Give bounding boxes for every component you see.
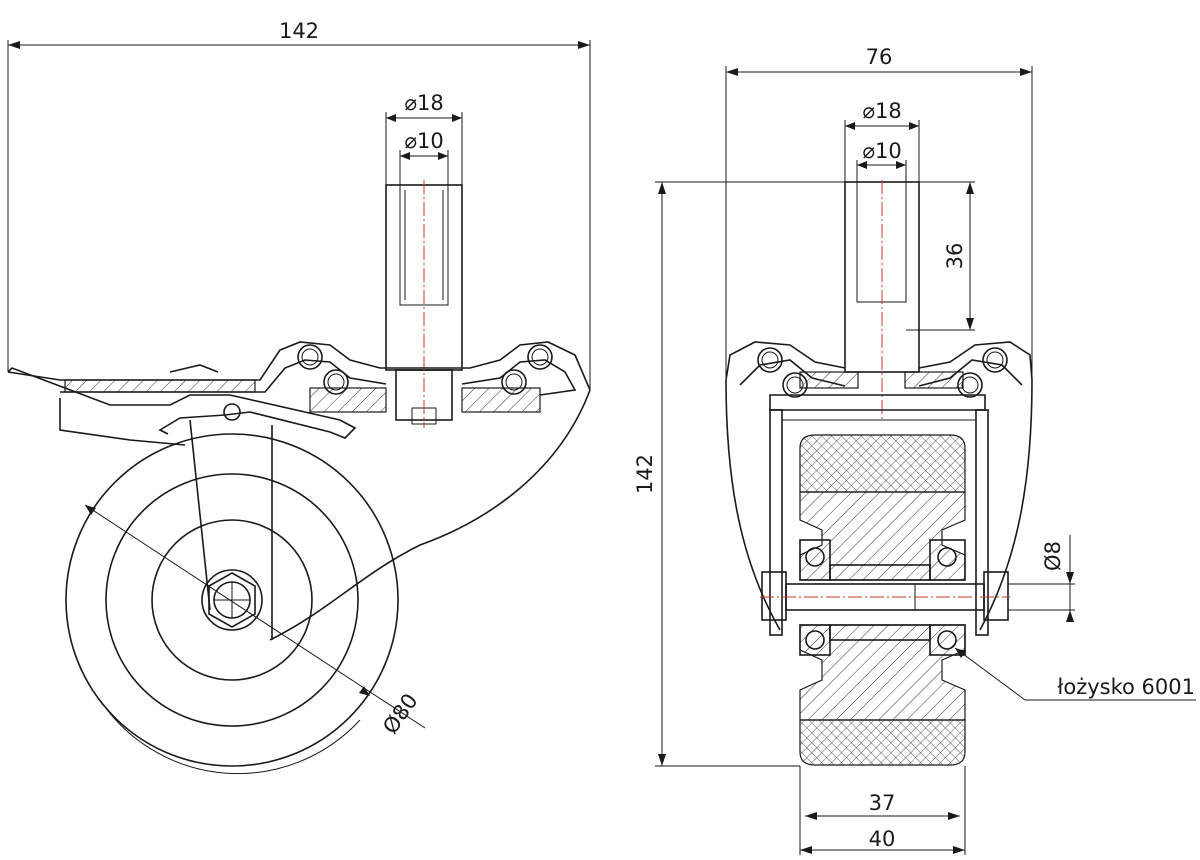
right-width-dimension: 76: [725, 45, 1033, 380]
right-thread-length-label: 36: [943, 243, 967, 270]
left-top-plate: [7, 341, 591, 413]
right-axle-dimension: Ø8: [1008, 535, 1075, 622]
left-fork: [189, 389, 591, 641]
right-bearing-label: łożysko 6001: [1057, 675, 1195, 699]
right-thread-length-dimension: 36: [906, 181, 975, 331]
right-width-bottom-dimensions: 37 40: [799, 766, 966, 855]
right-stem: [844, 180, 920, 420]
right-top-plate: [725, 341, 1033, 411]
left-thread-diameter-label: ⌀10: [404, 129, 443, 153]
right-height-label: 142: [633, 454, 657, 494]
right-bearing-leader: łożysko 6001: [954, 647, 1196, 701]
right-width-label: 76: [866, 45, 893, 69]
right-tread-width-label: 37: [869, 791, 896, 815]
left-wheel-diameter-leader: Ø80: [84, 504, 426, 738]
right-housing: [725, 379, 1033, 631]
right-wheel-section: [799, 434, 966, 766]
left-wheel: [65, 433, 399, 775]
left-stem-dimensions: ⌀18 ⌀10: [385, 91, 463, 340]
right-axle-diameter-label: Ø8: [1041, 541, 1065, 571]
left-width-label: 142: [279, 19, 319, 43]
right-fork: [769, 409, 989, 636]
right-thread-diameter-label: ⌀10: [862, 139, 901, 163]
left-view: 142 ⌀18 ⌀10: [7, 19, 591, 775]
left-brake-lever: [7, 364, 357, 446]
right-axle: [760, 571, 1010, 621]
right-wheel-width-label: 40: [869, 827, 896, 851]
right-view: 76 ⌀18 ⌀10 36: [633, 45, 1196, 855]
left-width-dimension: 142: [7, 19, 591, 390]
left-stem: [385, 180, 463, 428]
left-stem-diameter-label: ⌀18: [404, 91, 443, 115]
right-stem-diameter-label: ⌀18: [862, 99, 901, 123]
left-wheel-diameter-label: Ø80: [378, 689, 422, 738]
